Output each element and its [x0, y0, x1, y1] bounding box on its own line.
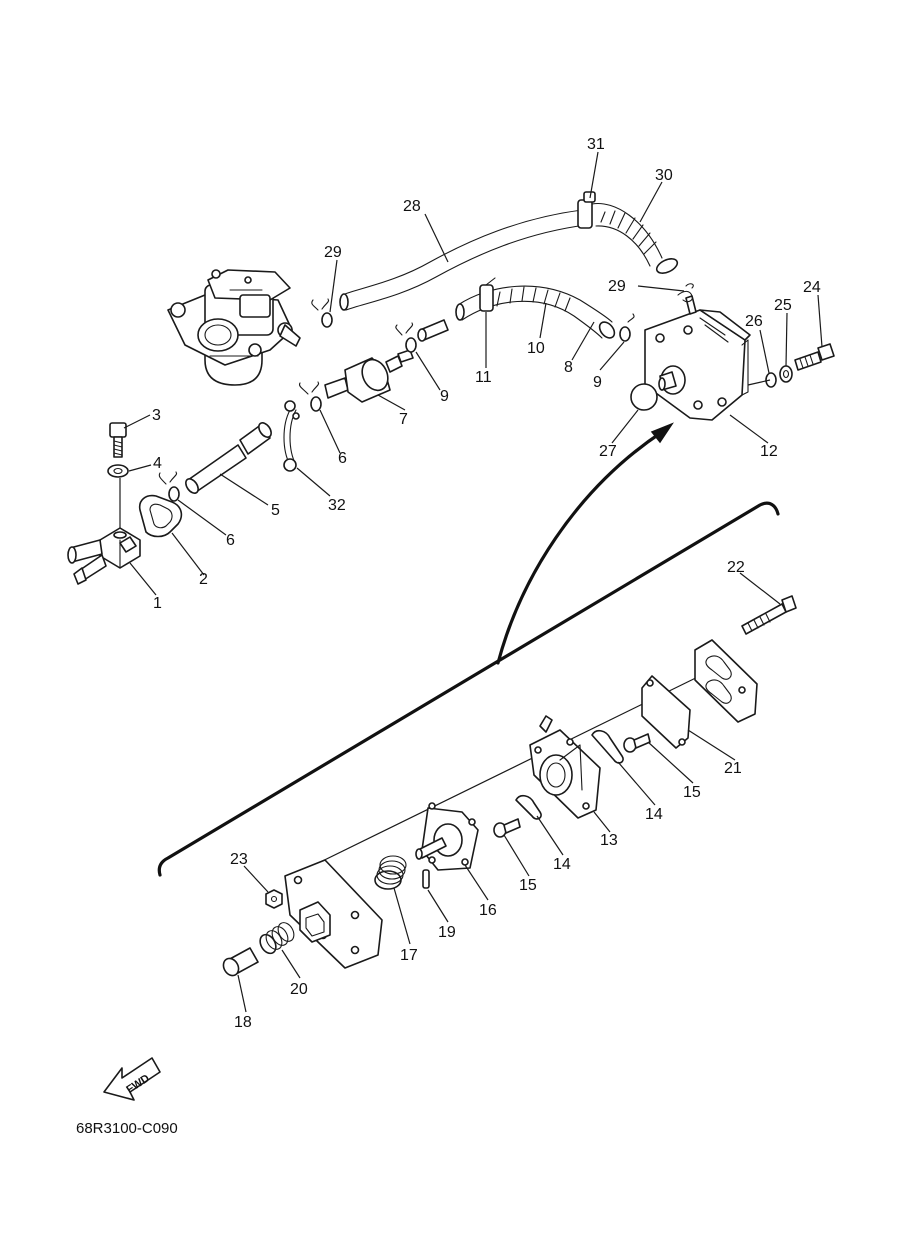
joint-1 — [67, 527, 141, 585]
fuel-filter-7 — [324, 349, 414, 403]
callout-32: 32 — [328, 497, 346, 514]
callout-13: 13 — [600, 832, 618, 849]
callout-5: 5 — [271, 502, 280, 519]
callout-19: 19 — [438, 924, 456, 941]
nut-23 — [265, 889, 283, 909]
pump-body-outer — [284, 859, 383, 969]
callout-21: 21 — [724, 760, 742, 777]
washer-4 — [107, 464, 129, 478]
callout-27: 27 — [599, 443, 617, 460]
callout-29-right: 29 — [608, 278, 626, 295]
callout-6-upper: 6 — [338, 450, 347, 467]
washer-25 — [779, 365, 793, 383]
callout-3: 3 — [152, 407, 161, 424]
callout-29-left: 29 — [324, 244, 342, 261]
fwd-arrow-icon: FWD — [103, 1057, 161, 1101]
callout-28: 28 — [403, 198, 421, 215]
screw-15-upper — [623, 733, 651, 753]
cover-plate — [694, 639, 758, 723]
callout-26: 26 — [745, 313, 763, 330]
callout-30: 30 — [655, 167, 673, 184]
fuel-hose-10 — [455, 285, 616, 339]
callout-31: 31 — [587, 136, 605, 153]
gasket-2 — [138, 494, 183, 538]
clip-6-lower — [158, 471, 180, 502]
callout-25: 25 — [774, 297, 792, 314]
fuel-hose-30 — [591, 202, 679, 274]
leader-lines — [123, 151, 823, 1013]
spring-20 — [259, 922, 295, 955]
fuel-pump-12 — [644, 295, 751, 421]
clip-6-upper — [298, 381, 322, 412]
callout-11: 11 — [475, 369, 492, 386]
fuel-hose-short-9 — [417, 319, 449, 342]
spring-17 — [374, 855, 407, 890]
pin-19 — [422, 869, 430, 889]
diaphragm-16 — [415, 802, 479, 871]
plunger-18 — [222, 947, 259, 977]
fuel-hose-28 — [339, 209, 587, 311]
callout-labels: 1 2 3 4 5 6 6 7 8 9 9 10 11 12 13 14 14 … — [152, 136, 821, 1031]
clamp-32 — [283, 400, 300, 472]
callout-14-upper: 14 — [645, 806, 663, 823]
clip-29-left — [311, 298, 333, 328]
callout-1: 1 — [153, 595, 162, 612]
hose-clip-11 — [479, 277, 496, 312]
hose-clip-31 — [577, 191, 596, 229]
screw-15-lower — [493, 818, 521, 838]
valve-14-upper — [591, 729, 624, 764]
bolt-3 — [109, 422, 127, 458]
callout-15-upper: 15 — [683, 784, 701, 801]
callout-9-right: 9 — [593, 374, 602, 391]
callout-9-left: 9 — [440, 388, 449, 405]
callout-16: 16 — [479, 902, 497, 919]
callout-8: 8 — [564, 359, 573, 376]
gasket-21 — [641, 675, 691, 749]
clip-9-left — [395, 322, 417, 353]
callout-10: 10 — [527, 340, 545, 357]
callout-14-lower: 14 — [553, 856, 571, 873]
bolt-24 — [794, 343, 835, 371]
carburetor-illustration — [167, 269, 301, 386]
o-ring-27 — [630, 383, 658, 411]
callout-4: 4 — [153, 455, 162, 472]
washer-26 — [765, 372, 777, 388]
callout-15-lower: 15 — [519, 877, 537, 894]
callout-18: 18 — [234, 1014, 252, 1031]
hose-5 — [185, 422, 272, 494]
callout-23: 23 — [230, 851, 248, 868]
clip-29-right — [677, 283, 694, 303]
callout-17: 17 — [400, 947, 418, 964]
section-divider-line — [157, 501, 780, 877]
callout-6-lower: 6 — [226, 532, 235, 549]
diagram-code: 68R3100-C090 — [76, 1120, 178, 1137]
bolt-22 — [741, 595, 797, 635]
callout-2: 2 — [199, 571, 208, 588]
callout-12: 12 — [760, 443, 778, 460]
clip-9-right — [619, 313, 635, 342]
callout-22: 22 — [727, 559, 745, 576]
callout-20: 20 — [290, 981, 308, 998]
callout-24: 24 — [803, 279, 821, 296]
valve-14-lower — [515, 794, 542, 820]
pump-body-13 — [529, 715, 601, 819]
callout-7: 7 — [399, 411, 408, 428]
pointer-arrow — [496, 422, 674, 665]
